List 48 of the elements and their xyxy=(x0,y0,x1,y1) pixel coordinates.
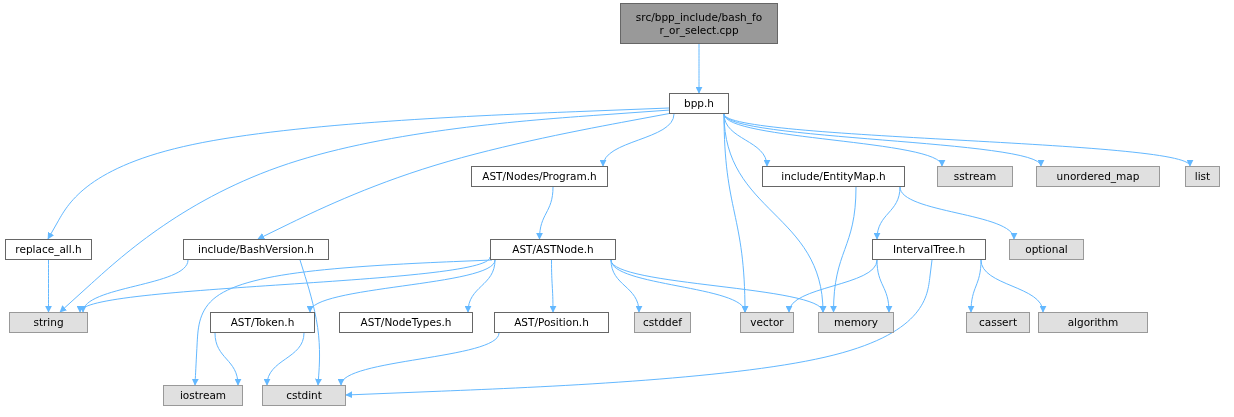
arrow xyxy=(695,43,703,94)
header-file-box: AST/ASTNode.h xyxy=(490,239,616,260)
arrow xyxy=(191,259,493,386)
arrow xyxy=(47,107,670,240)
arrow xyxy=(601,113,675,167)
arrow xyxy=(874,186,901,240)
arrow xyxy=(610,259,824,313)
header-file-box: include/BashVersion.h xyxy=(183,239,329,260)
header-file-box: include/EntityMap.h xyxy=(762,166,905,187)
arrow xyxy=(899,186,1016,240)
arrow xyxy=(876,259,893,313)
system-header-box: iostream xyxy=(163,385,243,406)
system-header-box: algorithm xyxy=(1038,312,1148,333)
system-header-box: unordered_map xyxy=(1036,166,1160,187)
arrow xyxy=(787,259,878,313)
header-file-box: bpp.h xyxy=(669,93,729,114)
arrow xyxy=(45,259,52,313)
system-header-box: memory xyxy=(818,312,894,333)
arrow xyxy=(830,186,857,313)
header-file-box: replace_all.h xyxy=(5,239,92,260)
arrow xyxy=(79,256,491,313)
header-file-box: AST/Position.h xyxy=(494,312,609,333)
system-header-box: vector xyxy=(740,312,794,333)
arrow xyxy=(980,259,1046,313)
system-header-box: sstream xyxy=(937,166,1013,187)
system-header-box: cassert xyxy=(966,312,1030,333)
system-header-box: optional xyxy=(1009,239,1084,260)
arrow xyxy=(549,259,557,313)
arrow xyxy=(299,259,322,386)
arrow xyxy=(465,259,496,313)
header-file-box: IntervalTree.h xyxy=(872,239,986,260)
arrow xyxy=(214,332,241,386)
arrow xyxy=(340,332,500,386)
source-file-box: src/bpp_include/bash_for_or_select.cpp xyxy=(620,3,778,44)
arrow xyxy=(81,259,189,313)
header-file-box: AST/NodeTypes.h xyxy=(339,312,473,333)
arrow xyxy=(264,332,305,386)
system-header-box: list xyxy=(1185,166,1220,187)
arrow xyxy=(967,259,982,313)
arrow xyxy=(345,259,933,399)
system-header-box: string xyxy=(9,312,88,333)
arrow xyxy=(536,186,554,240)
system-header-box: cstddef xyxy=(634,312,691,333)
header-file-box: AST/Nodes/Program.h xyxy=(471,166,608,187)
system-header-box: cstdint xyxy=(262,385,346,406)
header-file-box: AST/Token.h xyxy=(210,312,315,333)
arrow xyxy=(723,113,1191,167)
arrow xyxy=(59,109,671,313)
